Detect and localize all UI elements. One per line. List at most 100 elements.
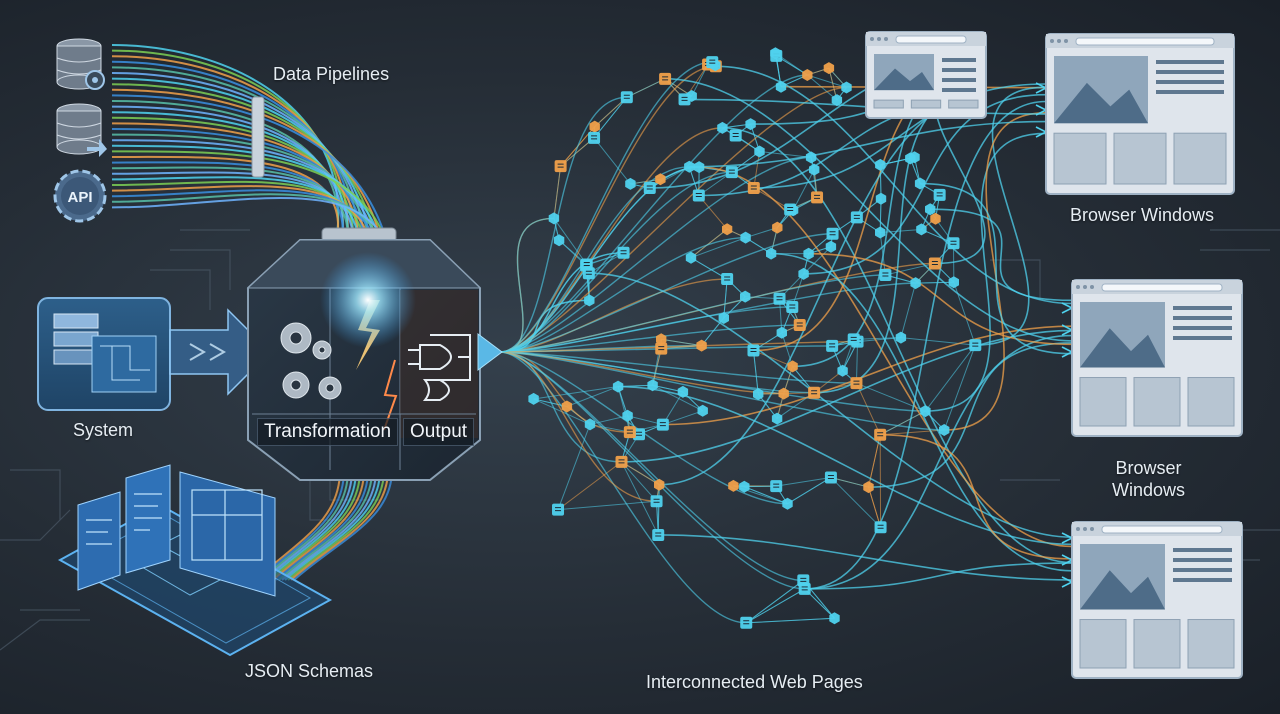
web-page-node: [656, 418, 669, 431]
web-page-node: [678, 93, 691, 106]
web-page-node: [939, 424, 950, 436]
system-panel: [37, 297, 171, 411]
web-page-node: [930, 212, 941, 225]
web-page-node: [803, 247, 814, 260]
web-page-node: [831, 94, 843, 107]
label-browser-windows-top: Browser Windows: [1070, 205, 1215, 225]
web-page-node: [947, 237, 960, 250]
web-page-node: [728, 479, 739, 492]
web-page-node: [747, 344, 760, 357]
web-page-node: [874, 521, 887, 534]
web-page-node: [793, 319, 806, 332]
label-interconnected-web-pages: Interconnected Web Pages: [646, 672, 863, 692]
web-page-node: [740, 290, 751, 303]
web-page-node: [808, 386, 821, 399]
web-page-node: [745, 118, 756, 131]
label-json-schemas: JSON Schemas: [245, 661, 374, 681]
api-gear-icon: API: [53, 169, 107, 223]
logic-gate-icon: [408, 334, 471, 401]
web-page-node: [879, 268, 892, 281]
web-page-node: [916, 223, 927, 236]
output-arrow: [477, 333, 503, 371]
web-page-node: [787, 360, 798, 373]
web-page-node: [740, 616, 753, 629]
web-page-node: [895, 331, 907, 344]
web-page-node: [948, 276, 959, 289]
web-page-node: [706, 56, 719, 69]
web-page-node: [786, 300, 799, 313]
browser-window: [865, 31, 987, 119]
web-page-node: [588, 131, 601, 144]
web-page-node: [643, 182, 656, 195]
web-page-node: [721, 273, 734, 286]
web-page-node: [617, 246, 630, 259]
web-page-node: [914, 177, 926, 190]
web-page-node: [875, 192, 887, 205]
browser-windows: [865, 31, 1243, 679]
web-page-node: [910, 277, 921, 290]
web-page-node: [561, 400, 573, 413]
web-page-node: [809, 163, 820, 176]
web-page-node: [647, 379, 658, 392]
web-page-node: [775, 80, 787, 93]
web-page-node: [553, 234, 565, 247]
web-page-node: [928, 257, 941, 270]
label-transformation: Transformation: [257, 418, 399, 446]
web-page-node: [863, 481, 874, 494]
web-page-node: [754, 145, 765, 158]
web-page-node: [811, 191, 824, 204]
web-page-node: [797, 574, 810, 587]
web-page-node: [584, 418, 596, 431]
web-page-node: [850, 377, 863, 390]
web-page-node: [697, 404, 708, 417]
web-page-node: [739, 480, 750, 493]
web-page-node: [920, 405, 931, 418]
web-page-node: [633, 428, 646, 441]
web-page-node: [622, 409, 633, 422]
web-page-node: [692, 189, 705, 202]
web-page-node: [770, 47, 781, 60]
web-page-node: [747, 181, 760, 194]
web-page-node: [850, 211, 863, 224]
web-page-node: [584, 294, 595, 307]
web-page-node: [802, 69, 813, 81]
web-page-node: [694, 161, 705, 174]
web-page-node: [905, 152, 916, 165]
web-page-node: [656, 333, 667, 346]
web-page-node: [528, 392, 539, 405]
web-page-node: [659, 72, 672, 85]
web-page-node: [933, 188, 946, 201]
web-page-node: [771, 412, 783, 425]
web-page-node: [770, 480, 783, 493]
web-page-node: [841, 81, 852, 94]
web-page-node: [969, 339, 982, 352]
web-page-node: [655, 173, 666, 186]
web-page-node: [655, 342, 668, 355]
web-page-node: [825, 240, 837, 253]
database-gear-icon: [56, 38, 105, 90]
web-page-node: [766, 247, 777, 260]
web-page-node: [829, 612, 840, 625]
browser-window: [1045, 33, 1235, 195]
web-page-node: [753, 388, 764, 401]
web-page-node: [718, 312, 729, 324]
web-page-node: [623, 426, 636, 439]
web-page-node: [717, 121, 728, 134]
web-page-node: [554, 160, 567, 173]
web-page-node: [548, 212, 560, 225]
web-page-node: [837, 364, 848, 377]
svg-text:API: API: [67, 189, 92, 206]
web-page-node: [773, 292, 786, 305]
web-page-node: [824, 471, 837, 484]
web-page-node: [784, 203, 797, 216]
web-page-node: [685, 251, 697, 264]
web-page-node: [625, 177, 636, 190]
output-beams: [588, 55, 1074, 590]
web-page-node: [740, 231, 751, 244]
web-page-node: [805, 151, 817, 164]
web-page-node: [875, 158, 886, 171]
web-page-node: [847, 333, 860, 346]
web-page-node: [552, 503, 565, 516]
browser-window: [1071, 279, 1243, 437]
